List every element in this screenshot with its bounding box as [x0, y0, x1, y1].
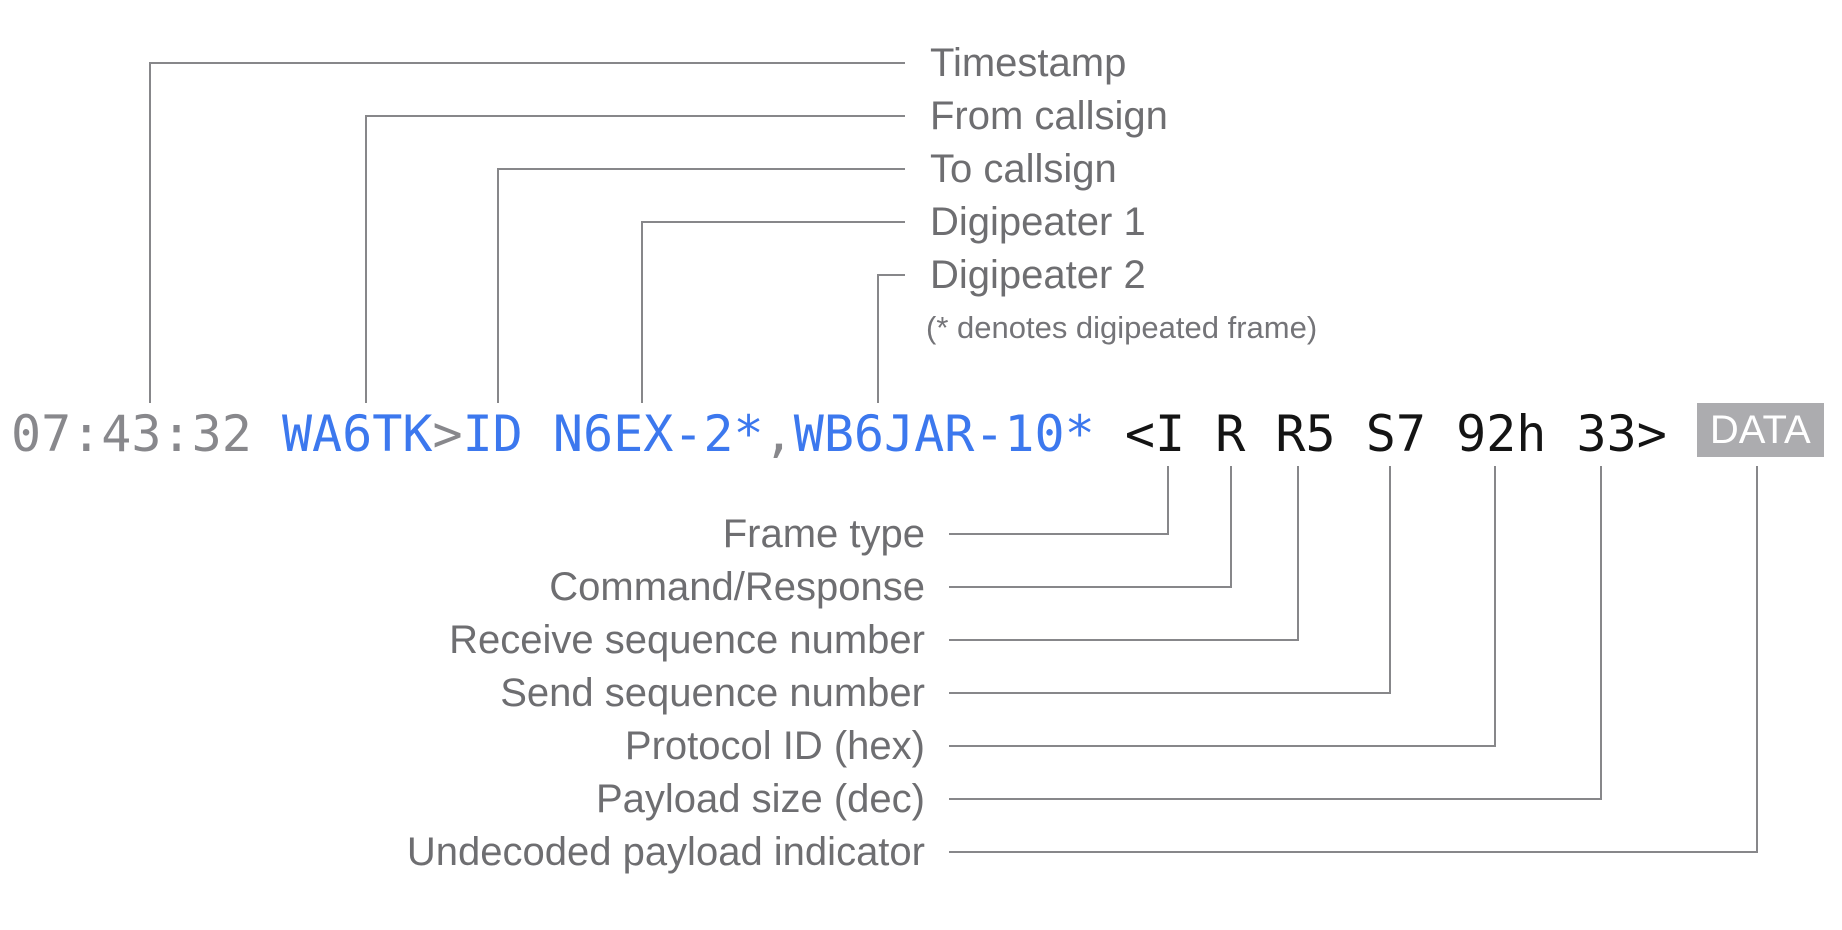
- path-separator: >: [432, 405, 463, 463]
- timestamp-field: 07:43:32: [11, 405, 252, 463]
- command-response-field: R: [1215, 405, 1246, 463]
- command-response-connector-v: [1230, 466, 1232, 588]
- receive-sequence-connector-h: [949, 639, 1299, 641]
- digipeater-1-connector-h: [641, 221, 905, 223]
- payload-size-field: 33: [1576, 405, 1637, 463]
- label-digipeater-1: Digipeater 1: [930, 200, 1146, 244]
- to-callsign-connector-v: [497, 168, 499, 403]
- label-to-callsign: To callsign: [930, 147, 1117, 191]
- protocol-id-field: 92h: [1456, 405, 1547, 463]
- frame-type-connector-v: [1167, 466, 1169, 535]
- send-sequence-connector-v: [1389, 466, 1391, 694]
- label-command-response: Command/Response: [549, 565, 925, 609]
- undecoded-payload-connector-v: [1756, 466, 1758, 853]
- frame-type-field: I: [1154, 405, 1186, 463]
- from-callsign-connector-h: [365, 115, 905, 117]
- control-open-bracket: <: [1124, 405, 1155, 463]
- digipeater-2-field: WB6JAR-10*: [793, 405, 1095, 463]
- digipeater-2-connector-v: [877, 274, 879, 403]
- from-callsign-field: WA6TK: [281, 405, 433, 463]
- timestamp-connector-h: [149, 62, 905, 64]
- payload-size-connector-v: [1600, 466, 1602, 800]
- label-frame-type: Frame type: [722, 512, 925, 556]
- command-response-connector-h: [949, 586, 1232, 588]
- receive-sequence-connector-v: [1297, 466, 1299, 641]
- label-send-sequence: Send sequence number: [500, 671, 925, 715]
- to-callsign-connector-h: [497, 168, 905, 170]
- label-digipeater-2: Digipeater 2: [930, 253, 1146, 297]
- digipeater-delimiter: ,: [763, 405, 794, 463]
- to-callsign-field: ID: [462, 405, 523, 463]
- label-protocol-id: Protocol ID (hex): [624, 724, 925, 768]
- undecoded-payload-connector-h: [949, 851, 1758, 853]
- digipeater-1-field: N6EX-2*: [552, 405, 764, 463]
- timestamp-connector-v: [149, 62, 151, 403]
- label-from-callsign: From callsign: [930, 94, 1168, 138]
- label-undecoded-payload: Undecoded payload indicator: [406, 830, 925, 874]
- control-close-bracket: >: [1636, 405, 1667, 463]
- payload-size-connector-h: [949, 798, 1602, 800]
- protocol-id-connector-h: [949, 745, 1496, 747]
- packet-frame-line: 07:43:32 WA6TK>ID N6EX-2*,WB6JAR-10* <I …: [11, 403, 1824, 465]
- send-sequence-connector-h: [949, 692, 1391, 694]
- digipeated-frame-note: (* denotes digipeated frame): [926, 310, 1318, 345]
- digipeater-2-connector-h: [877, 274, 905, 276]
- digipeater-1-connector-v: [641, 221, 643, 403]
- receive-sequence-field: R5: [1275, 405, 1336, 463]
- protocol-id-connector-v: [1494, 466, 1496, 747]
- label-receive-sequence: Receive sequence number: [449, 618, 925, 662]
- from-callsign-connector-v: [365, 115, 367, 403]
- frame-type-connector-h: [949, 533, 1169, 535]
- label-payload-size: Payload size (dec): [595, 777, 925, 821]
- data-payload-badge: DATA: [1696, 403, 1824, 457]
- send-sequence-field: S7: [1365, 405, 1426, 463]
- label-timestamp: Timestamp: [930, 41, 1127, 85]
